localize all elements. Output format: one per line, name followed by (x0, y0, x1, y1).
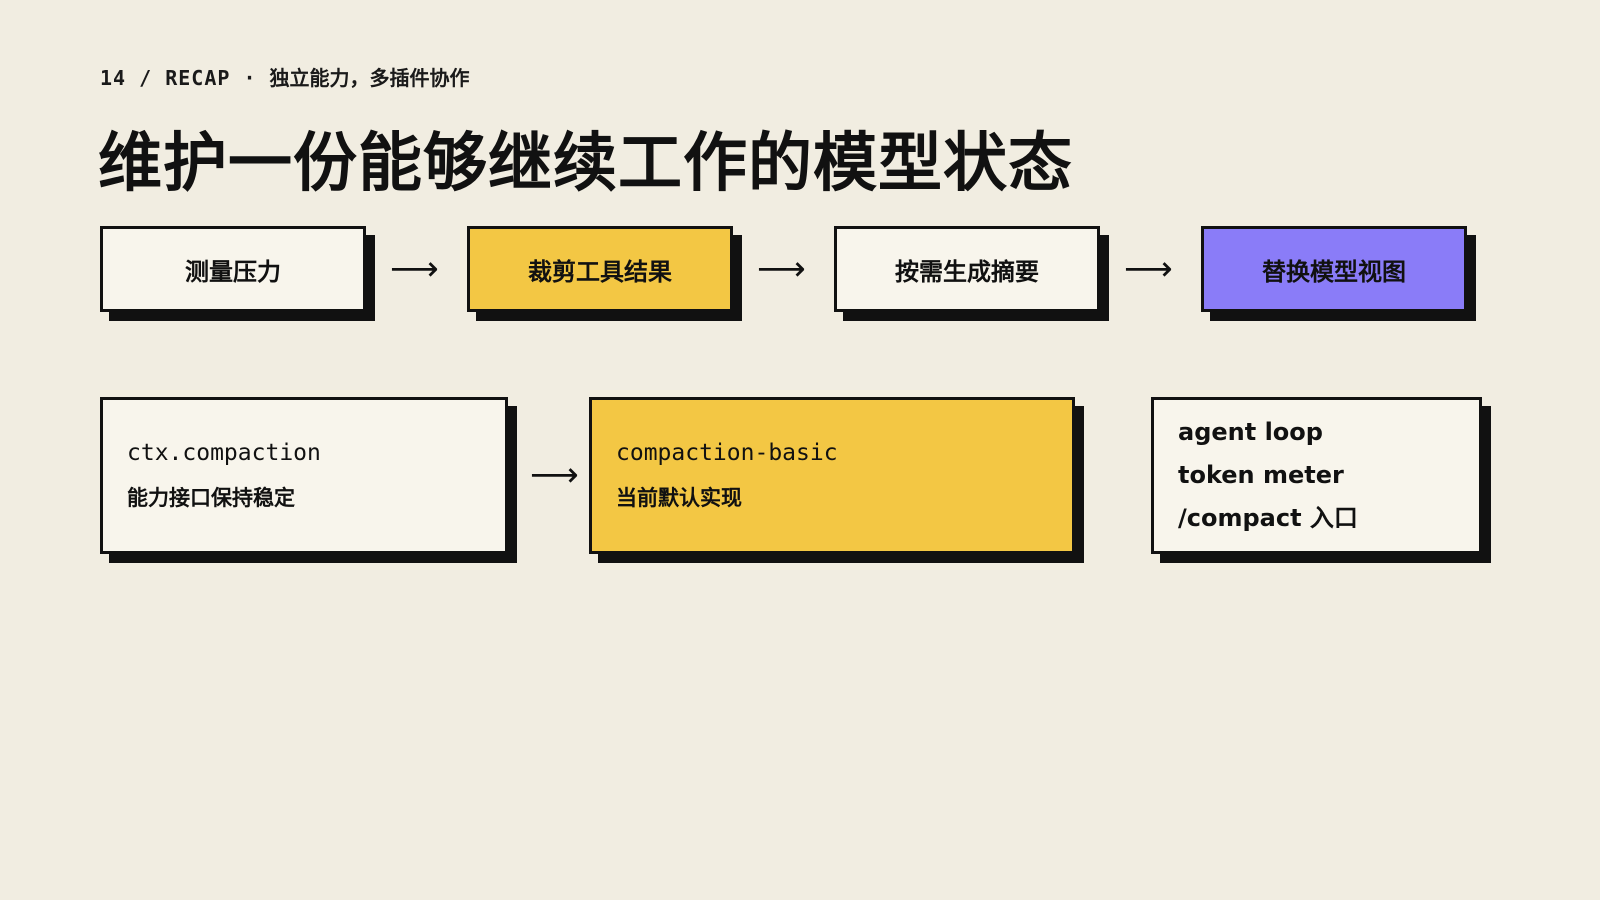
implementation-card: compaction-basic 当前默认实现 (589, 397, 1075, 554)
interface-description: 能力接口保持稳定 (127, 485, 295, 510)
implementation-code: compaction-basic (616, 439, 838, 466)
consumer-agent-loop: agent loop (1178, 418, 1323, 446)
interface-code: ctx.compaction (127, 439, 321, 466)
consumers-card: agent loop token meter /compact 入口 (1151, 397, 1482, 554)
slide-eyebrow: 14 / RECAP · 独立能力，多插件协作 (100, 62, 470, 91)
flow-step-trim-tool-results: 裁剪工具结果 (467, 226, 733, 312)
consumer-compact-entry: /compact 入口 (1178, 504, 1358, 532)
eyebrow-subtitle: 独立能力，多插件协作 (269, 66, 470, 90)
flow-step-replace-model-view: 替换模型视图 (1201, 226, 1467, 312)
flow-step-measure-pressure: 测量压力 (100, 226, 366, 312)
interface-card: ctx.compaction 能力接口保持稳定 (100, 397, 508, 554)
implementation-description: 当前默认实现 (616, 485, 742, 510)
eyebrow-prefix: 14 / RECAP · (100, 66, 270, 90)
consumer-token-meter: token meter (1178, 461, 1344, 489)
flow-arrow-3: ⟶ (1124, 249, 1173, 289)
flow-step-generate-summary: 按需生成摘要 (834, 226, 1100, 312)
flow-arrow-1: ⟶ (390, 249, 439, 289)
interface-to-implementation-arrow: ⟶ (530, 455, 579, 495)
slide-title: 维护一份能够继续工作的模型状态 (98, 127, 1073, 201)
flow-arrow-2: ⟶ (757, 249, 806, 289)
